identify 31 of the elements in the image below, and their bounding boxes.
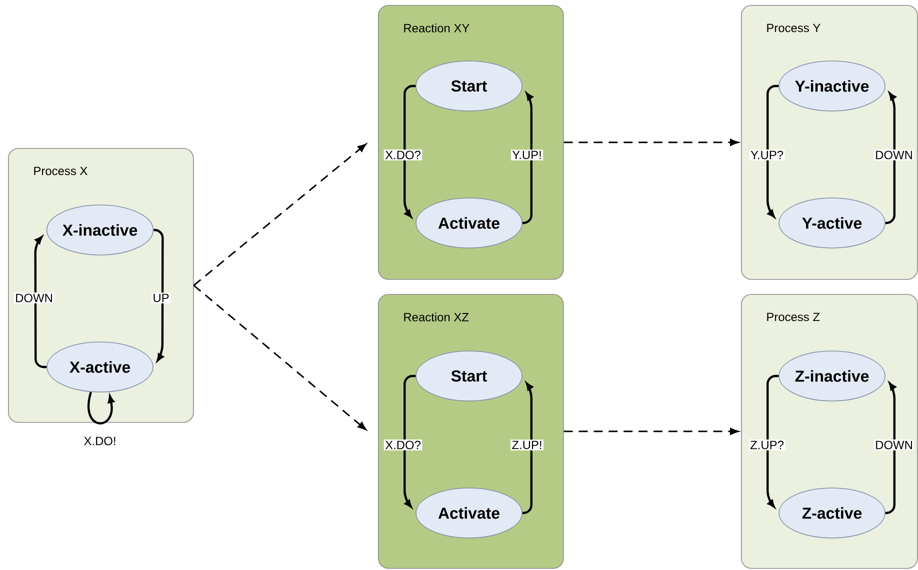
arrow	[564, 138, 739, 146]
group-title: Reaction XZ	[404, 312, 469, 322]
arrow	[885, 382, 896, 514]
arrow	[34, 236, 47, 368]
group-title: Process Y	[767, 24, 820, 32]
arrow	[766, 374, 779, 508]
arrow	[522, 382, 533, 514]
edge-label: Y.UP?	[749, 150, 785, 160]
edge-label: DOWN	[874, 150, 914, 160]
arrow	[564, 428, 739, 435]
edge-label: Z.UP!	[510, 440, 544, 450]
edge-label: X.DO?	[384, 440, 422, 450]
arrow	[193, 144, 366, 286]
edge-label: Y.UP!	[510, 150, 544, 160]
arrow	[766, 84, 779, 218]
arrow	[193, 284, 366, 430]
arrow	[88, 392, 114, 424]
arrow	[522, 92, 533, 224]
arrow	[404, 84, 416, 218]
group-title: Process Z	[767, 312, 820, 322]
edge-label: Z.UP?	[748, 440, 786, 450]
edge-label: DOWN	[14, 292, 54, 304]
edge-label: UP	[152, 292, 170, 304]
arrow	[885, 92, 896, 224]
edge-label: DOWN	[874, 440, 914, 450]
group-title: Process X	[34, 166, 88, 176]
group-title: Reaction XY	[404, 24, 470, 32]
arrow	[154, 228, 164, 362]
edge-label: X.DO?	[384, 150, 422, 160]
arrow	[404, 374, 416, 508]
edge-label: X.DO!	[82, 436, 118, 446]
